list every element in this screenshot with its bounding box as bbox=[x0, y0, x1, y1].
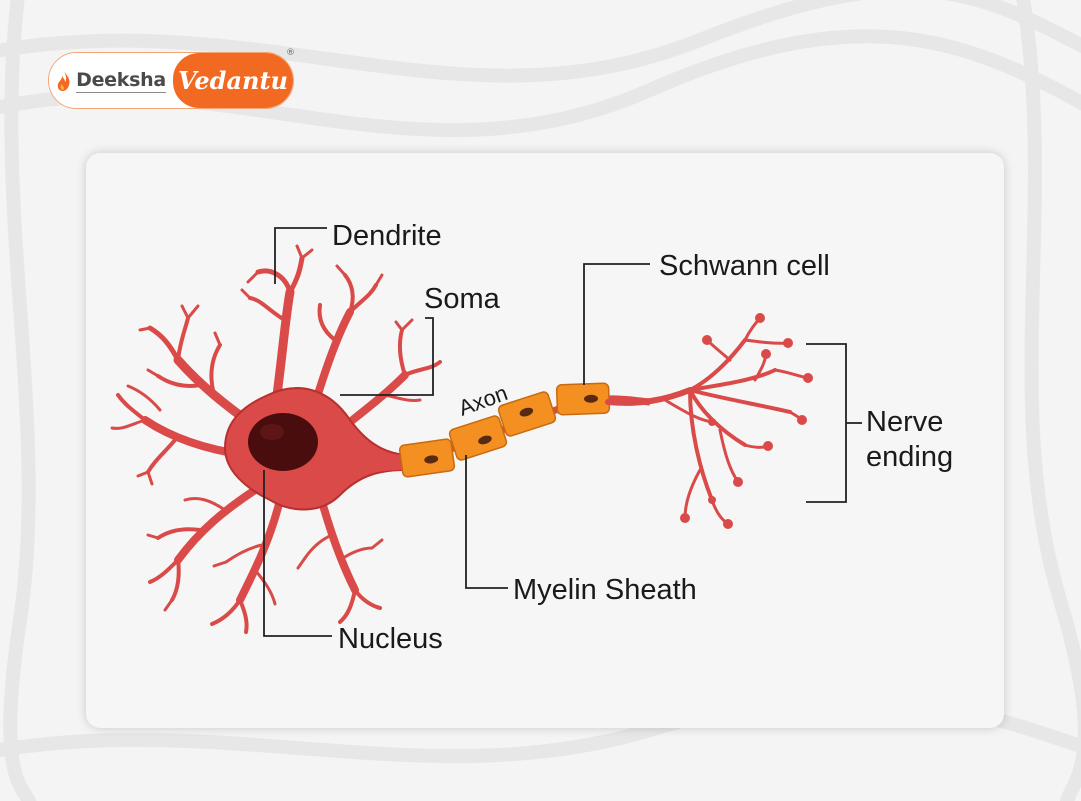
axon-hillock bbox=[340, 430, 405, 485]
axon-terminals bbox=[605, 316, 810, 526]
nucleus-shape bbox=[248, 413, 318, 471]
brand-logo: Deeksha Vedantu bbox=[48, 52, 294, 109]
label-nerve-ending-line2: ending bbox=[866, 441, 953, 473]
label-nerve-ending-line1: Nerve bbox=[866, 406, 943, 438]
neuron-diagram: Dendrite Soma Axon Schwann cell Nerve en… bbox=[110, 220, 953, 655]
myelin-segments bbox=[398, 382, 611, 478]
registered-mark: ® bbox=[286, 48, 295, 58]
deeksha-logo: Deeksha bbox=[49, 53, 173, 108]
label-soma: Soma bbox=[424, 283, 501, 315]
vedantu-wordmark: Vedantu bbox=[173, 53, 293, 108]
label-schwann-cell: Schwann cell bbox=[659, 250, 830, 282]
label-myelin-sheath: Myelin Sheath bbox=[513, 574, 697, 606]
diagram-card: Dendrite Soma Axon Schwann cell Nerve en… bbox=[86, 153, 1004, 728]
leader-lines bbox=[263, 227, 862, 637]
flame-icon bbox=[57, 70, 70, 91]
label-dendrite: Dendrite bbox=[332, 220, 442, 252]
label-nucleus: Nucleus bbox=[338, 623, 443, 655]
terminal-boutons bbox=[680, 313, 813, 529]
deeksha-wordmark: Deeksha bbox=[76, 68, 166, 93]
